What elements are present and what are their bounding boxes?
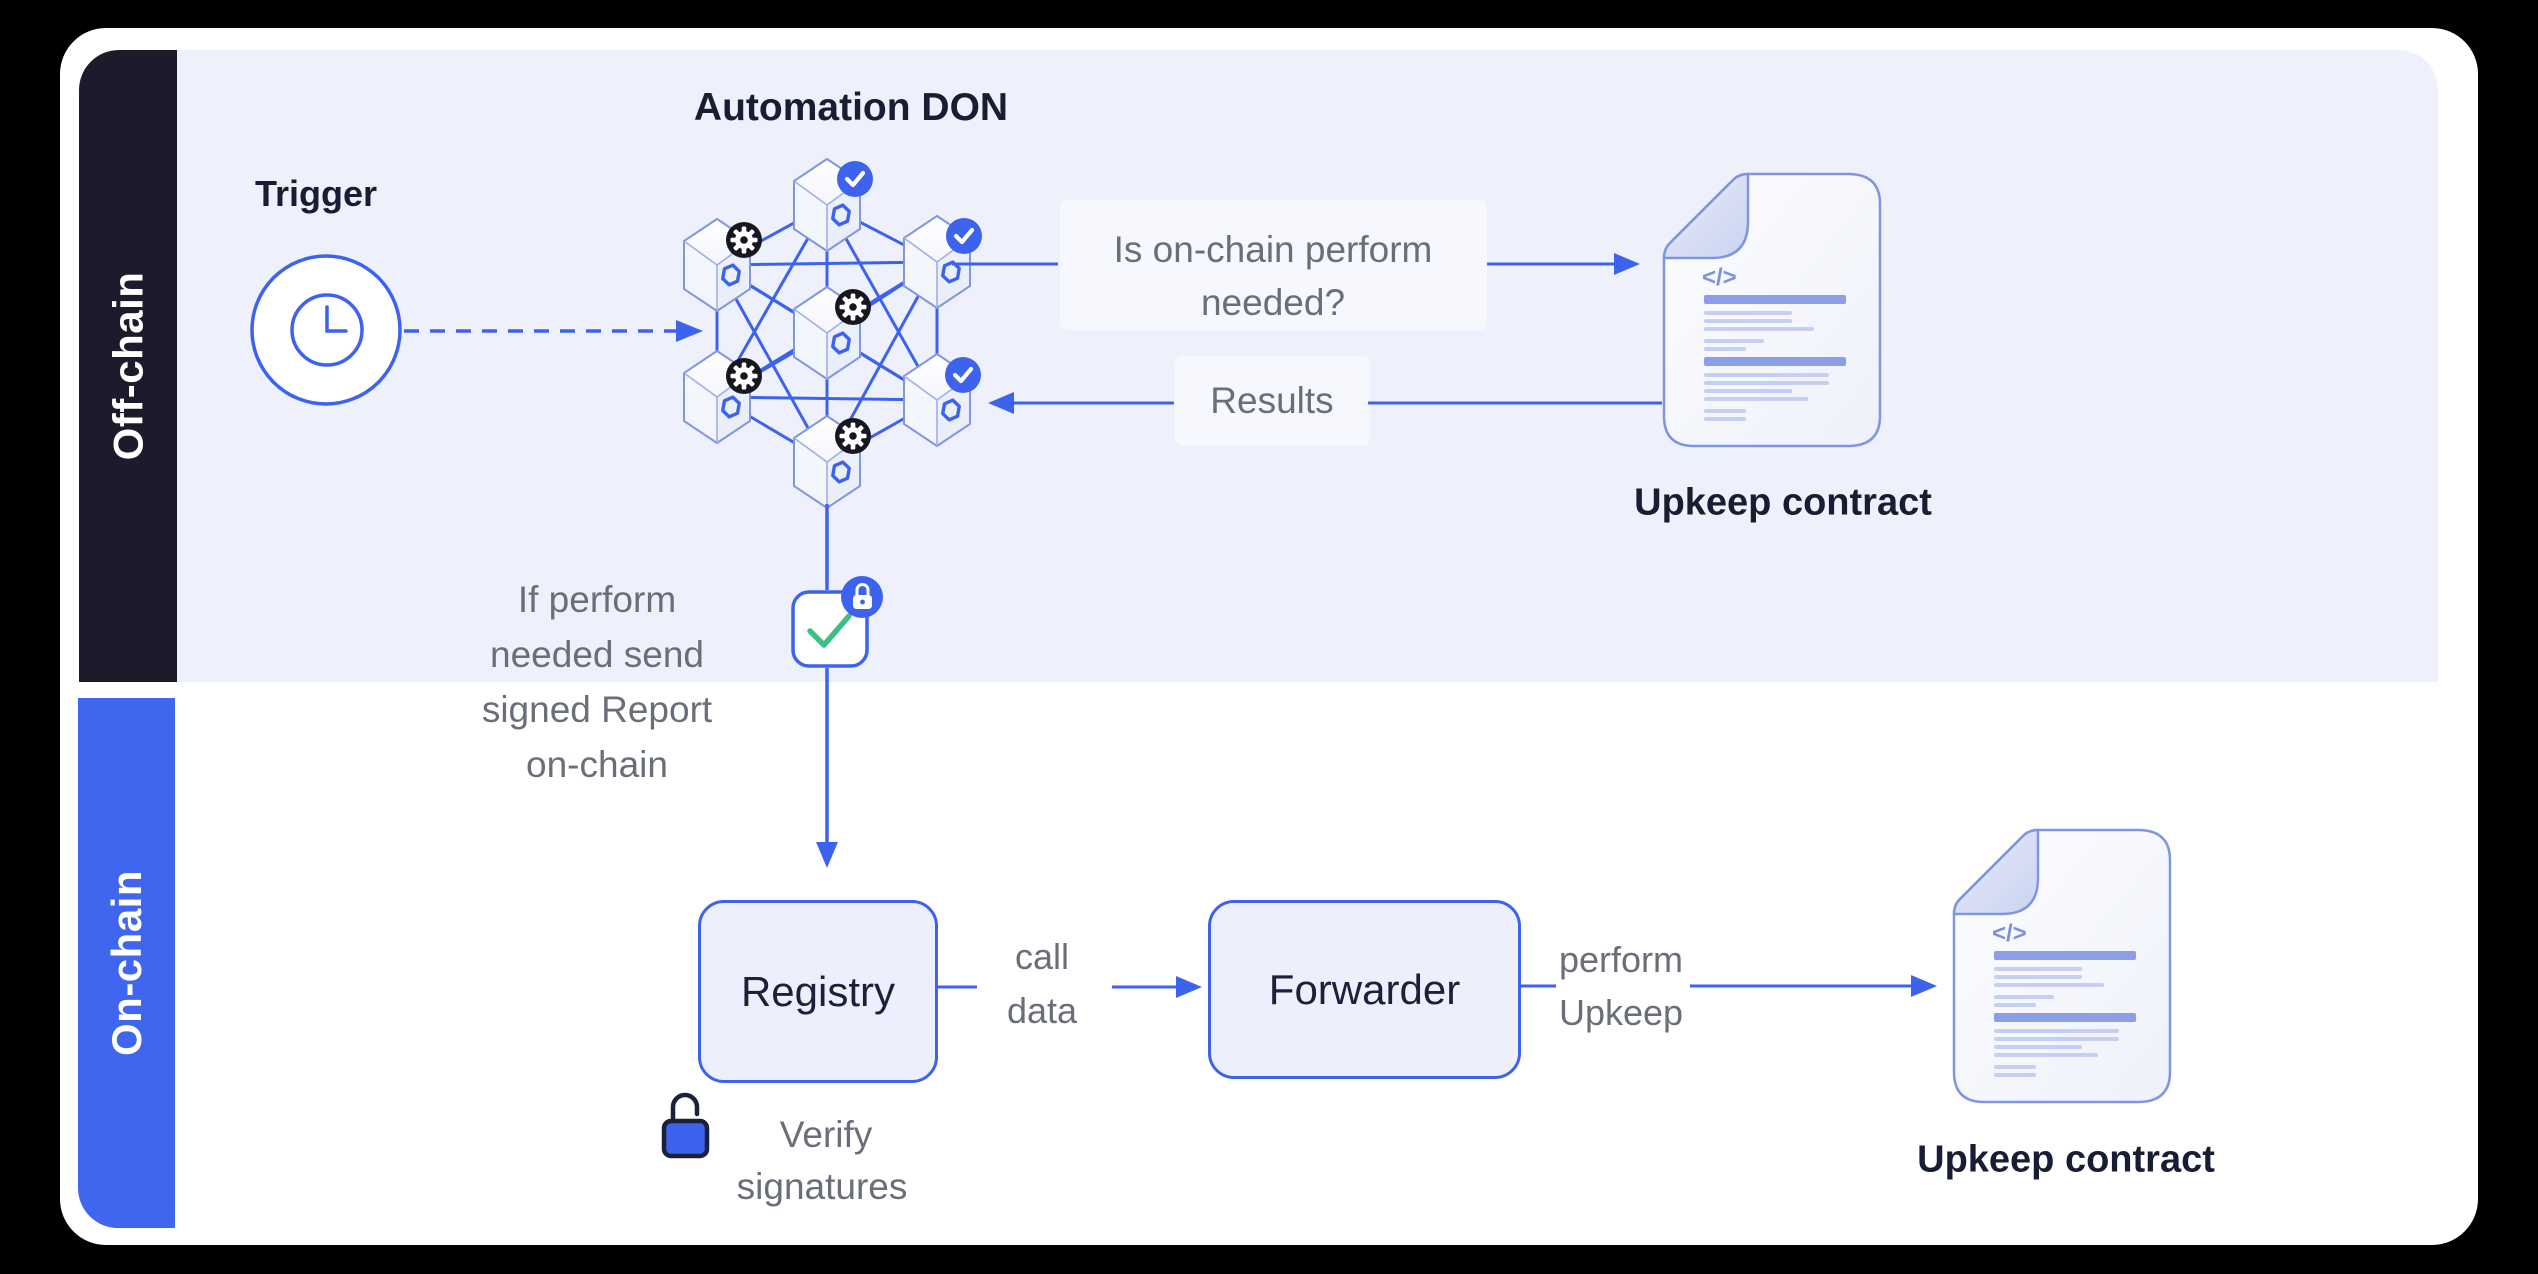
call-data-label-line1: call	[1014, 936, 1070, 977]
clock-icon	[250, 254, 402, 406]
upkeep-contract-icon-top	[1662, 172, 1882, 448]
don-node	[902, 352, 981, 448]
onchain-sidebar: On-chain	[78, 698, 175, 1228]
don-node	[792, 285, 871, 381]
registry-label: Registry	[740, 967, 896, 1015]
don-node	[682, 217, 762, 313]
registry-box: Registry	[698, 900, 938, 1083]
don-node	[792, 414, 871, 510]
don-title: Automation DON	[693, 86, 1009, 129]
report-note-line4: on-chain	[526, 744, 668, 785]
upkeep-contract-label-bottom: Upkeep contract	[1917, 1138, 2215, 1181]
report-note-line3: signed Report	[481, 689, 713, 730]
upkeep-contract-label-top: Upkeep contract	[1634, 481, 1932, 524]
question-label-line2: needed?	[1200, 282, 1346, 323]
forwarder-box: Forwarder	[1208, 900, 1521, 1079]
trigger-to-don-arrow	[404, 320, 703, 342]
don-node	[902, 214, 982, 310]
open-padlock-icon	[661, 1092, 710, 1159]
trigger-label: Trigger	[254, 173, 378, 214]
upkeep-contract-icon-bottom	[1952, 828, 2172, 1104]
don-to-registry-arrow	[816, 504, 838, 868]
question-label-line1: Is on-chain perform	[1113, 229, 1433, 270]
offchain-sidebar: Off-chain	[79, 50, 177, 682]
report-note-line1: If perform	[517, 579, 677, 620]
verify-signatures-label-line1: Verify	[779, 1114, 873, 1155]
results-label: Results	[1210, 380, 1334, 421]
forwarder-label: Forwarder	[1268, 965, 1461, 1013]
perform-upkeep-label-line2: Upkeep	[1558, 992, 1684, 1033]
forwarder-to-contract-arrow	[1515, 975, 1937, 997]
perform-upkeep-label-line1: perform	[1558, 939, 1684, 980]
don-node	[682, 349, 762, 445]
report-note-line2: needed send	[490, 634, 704, 675]
results-to-don-arrow	[988, 392, 1662, 414]
call-data-label-line2: data	[1006, 990, 1078, 1031]
registry-to-forwarder-arrow	[932, 976, 1202, 998]
question-backing	[1060, 200, 1487, 330]
don-to-contract-arrow	[952, 253, 1640, 275]
lock-badge-icon	[841, 576, 883, 618]
verify-signatures-label-line2: signatures	[736, 1166, 908, 1207]
don-node	[792, 157, 873, 253]
results-backing	[1175, 356, 1370, 446]
signed-report-icon	[791, 576, 883, 668]
